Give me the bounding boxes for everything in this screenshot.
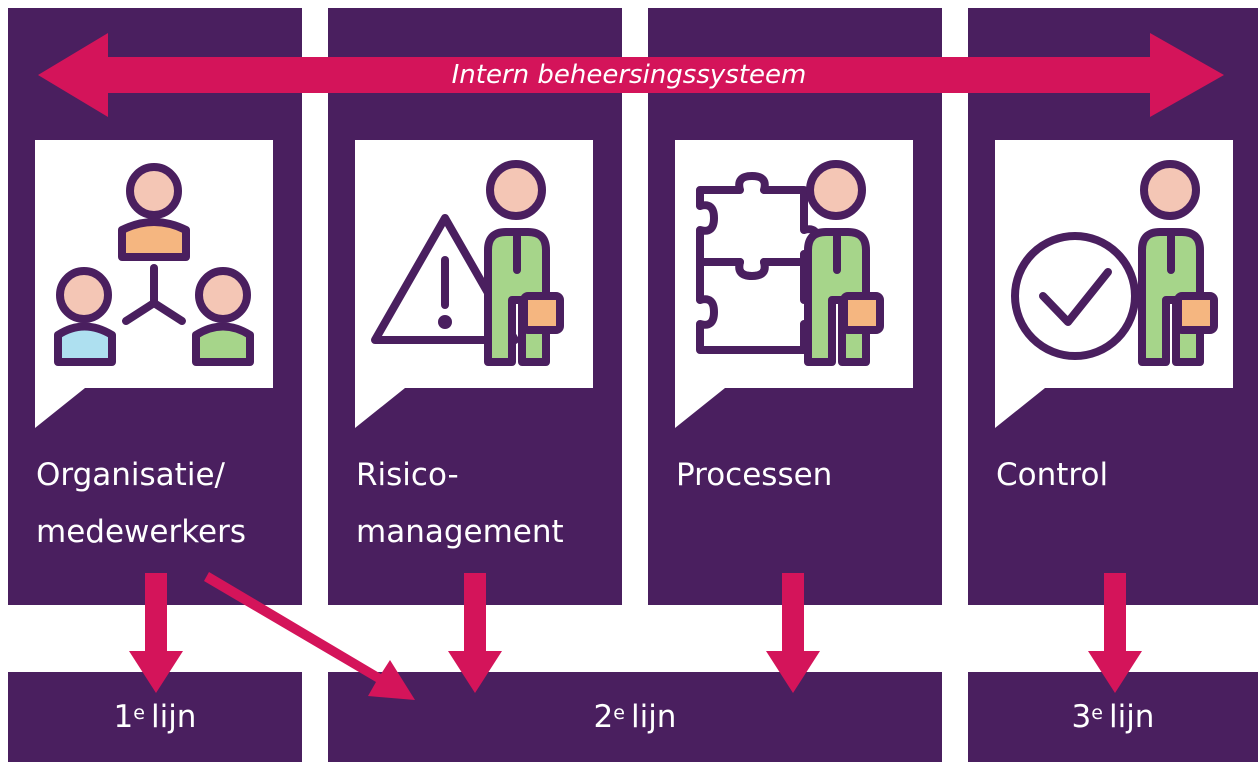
line-2-suffix: e [613,702,625,724]
arrow-down-4 [1088,573,1142,693]
line-3-number: 3 [1071,699,1092,735]
column-label-risicomanagement: Risico- management [356,457,564,550]
line-3-word: lijn [1108,699,1155,735]
banner-double-arrow [38,33,1224,117]
arrow-down-1 [129,573,183,693]
line-1-word: lijn [150,699,197,735]
line-1-number: 1 [113,699,134,735]
arrow-down-3 [766,573,820,693]
line-1-suffix: e [133,702,145,724]
column-label-control: Control [996,457,1109,493]
banner-label: Intern beheersingssysteem [451,60,807,90]
people-network-icon [54,163,254,366]
warning-person-icon [371,160,564,366]
puzzle-person-icon [696,160,884,366]
column-label-processen: Processen [676,457,833,493]
check-person-icon [1011,160,1218,366]
line-2-word: lijn [630,699,677,735]
arrow-diagonal [204,572,415,700]
column-label-organisatie: Organisatie/ medewerkers [36,457,247,550]
line-2-number: 2 [593,699,614,735]
line-3-suffix: e [1091,702,1103,724]
arrow-down-2 [448,573,502,693]
